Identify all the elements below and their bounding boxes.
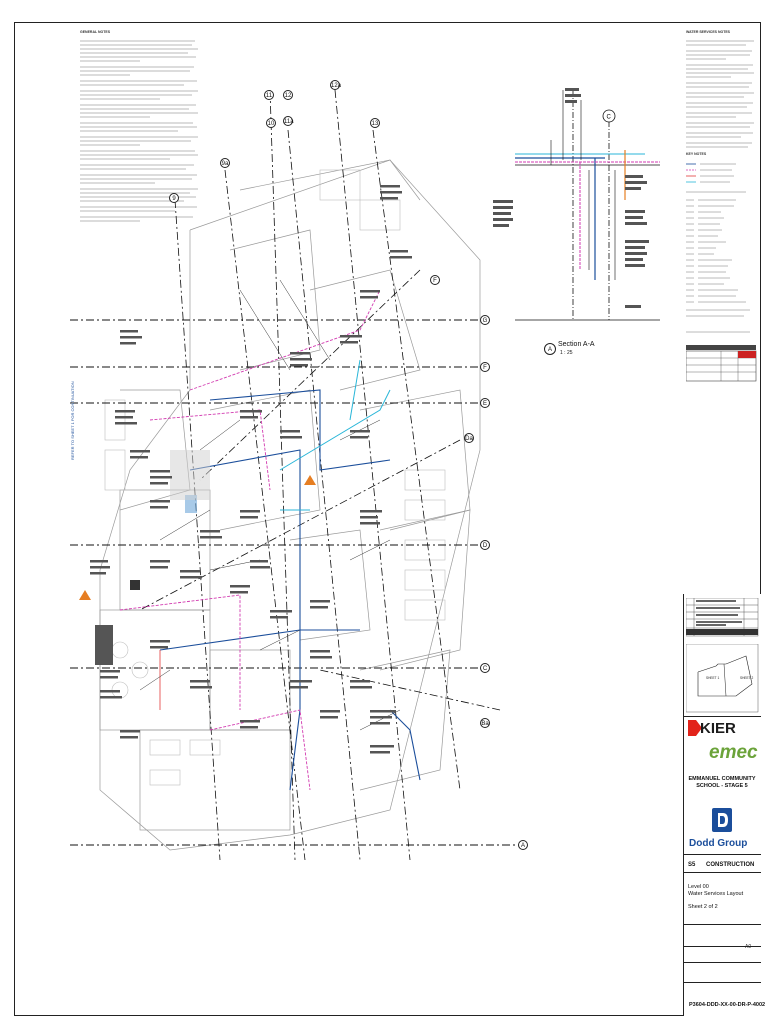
- grid-row-da: Da: [464, 433, 474, 443]
- dodd-logo-mark: [712, 808, 732, 832]
- key-notes: KEY NOTES: [686, 152, 756, 157]
- grid-col-12: 12: [283, 90, 293, 100]
- floor-plan: [70, 90, 520, 861]
- grid-row-ba: Ba: [480, 718, 490, 728]
- kier-logo-mark: [688, 720, 702, 736]
- kier-logo: KIER: [700, 720, 736, 737]
- grid-row-fa: F: [430, 275, 440, 285]
- drawing-title-line-1: Level 00: [688, 884, 709, 890]
- grid-row-e: E: [480, 398, 490, 408]
- key-plan: [686, 644, 759, 713]
- drawing-sheet-border: [14, 22, 761, 1016]
- water-notes-heading: WATER SERVICES NOTES: [686, 30, 731, 34]
- water-notes-text-lines: [686, 40, 754, 148]
- continuation-note: REFER TO SHEET 1 FOR CONTINUATION: [70, 381, 75, 460]
- dodd-group-logo: Dodd Group: [689, 838, 748, 849]
- section-title: Section A-A: [558, 341, 595, 348]
- grid-col-9: 9: [169, 193, 179, 203]
- key-plan-sheet-1: SHEET 1: [706, 676, 720, 680]
- client-name: EMMANUEL COMMUNITY SCHOOL - STAGE 5: [688, 776, 756, 789]
- grid-row-d: D: [480, 540, 490, 550]
- section-a-a-detail: C: [493, 88, 660, 321]
- section-scale: 1 : 25: [560, 350, 573, 356]
- drawing-title: Level 00 Water Services Layout Sheet 2 o…: [688, 884, 743, 911]
- legend-symbols: [686, 163, 750, 333]
- grid-col-12a: 12a: [330, 80, 341, 90]
- title-block: SHEET 1 SHEET 2: [683, 594, 761, 1016]
- revision-table: [686, 598, 759, 637]
- grid-col-13: 13: [370, 118, 380, 128]
- emec-logo: emec: [709, 742, 758, 763]
- project-links-table: [686, 345, 757, 382]
- general-notes: GENERAL NOTES: [80, 30, 200, 35]
- key-notes-heading: KEY NOTES: [686, 152, 707, 156]
- drawing-number: P3604-DDD-XX-00-DR-P-4002: [689, 1002, 766, 1008]
- status-code: S5: [688, 862, 696, 868]
- grid-row-f: F: [480, 362, 490, 372]
- water-services-notes: WATER SERVICES NOTES: [686, 30, 756, 35]
- svg-text:C: C: [607, 115, 612, 121]
- drawing-status: CONSTRUCTION: [706, 862, 755, 868]
- grid-col-10: 10: [266, 118, 276, 128]
- key-plan-sheet-2: SHEET 2: [740, 676, 754, 680]
- grid-row-g: G: [480, 315, 490, 325]
- general-notes-text-lines: [80, 40, 198, 222]
- grid-row-a: A: [518, 840, 528, 850]
- grid-col-11: 11: [264, 90, 274, 100]
- general-notes-heading: GENERAL NOTES: [80, 30, 111, 34]
- drawing-title-line-3: Sheet 2 of 2: [688, 904, 718, 910]
- section-reference-marker: A: [544, 343, 556, 355]
- grid-col-9a: 9a: [220, 158, 230, 168]
- grid-col-11a: 11a: [283, 116, 294, 126]
- drawing-title-line-2: Water Services Layout: [688, 891, 744, 897]
- grid-row-c: C: [480, 663, 490, 673]
- sheet-size: A0: [745, 944, 752, 950]
